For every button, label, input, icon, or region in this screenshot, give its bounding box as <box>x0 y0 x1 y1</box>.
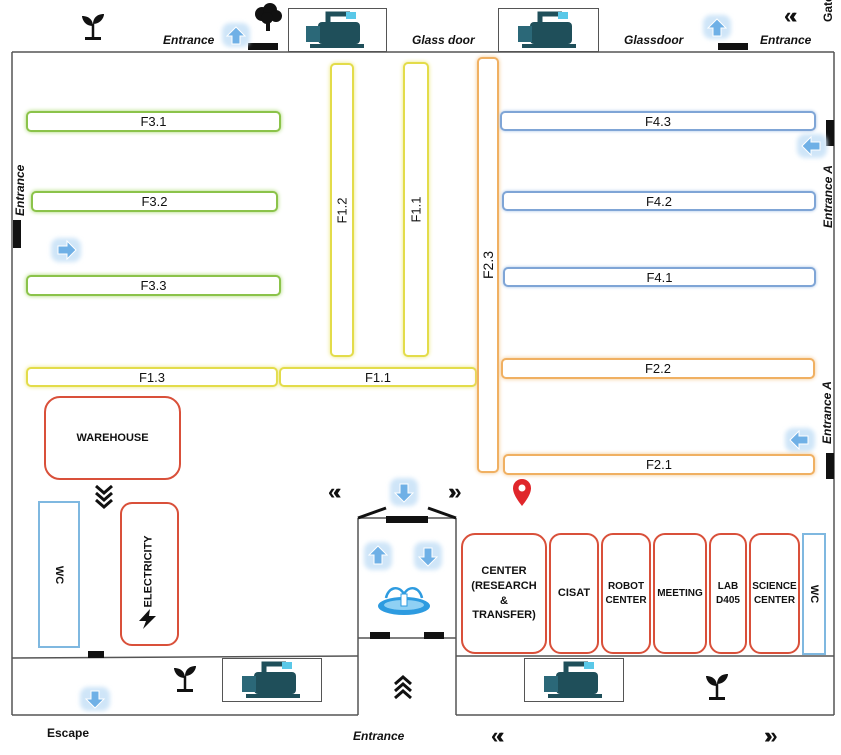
shelf-f3-3[interactable]: F3.3 <box>26 275 281 296</box>
pump-icon <box>222 658 322 702</box>
shelf-f4-1[interactable]: F4.1 <box>503 267 816 287</box>
room-wc-left[interactable]: WC <box>38 501 80 648</box>
escape-label: Escape <box>47 726 90 740</box>
shelf-f1-3[interactable]: F1.3 <box>26 367 278 387</box>
door-marker <box>826 120 834 146</box>
chevron-down-icon <box>95 484 113 509</box>
entrance-a-upper-label: Entrance A <box>821 165 835 228</box>
chevron-up-icon <box>394 675 412 700</box>
shelf-f3-1[interactable]: F3.1 <box>26 111 281 132</box>
tree-icon <box>255 3 282 31</box>
plant-icon <box>174 666 196 692</box>
room-cisat[interactable]: CISAT <box>549 533 599 654</box>
plant-icon <box>706 674 728 700</box>
shelf-f4-3[interactable]: F4.3 <box>500 111 816 131</box>
room-center[interactable]: CENTER (RESEARCH & TRANSFER) <box>461 533 547 654</box>
glassdoor-label: Glassdoor <box>624 33 684 47</box>
pump-icon <box>498 8 599 52</box>
shelf-f1-1-horizontal[interactable]: F1.1 <box>279 367 477 387</box>
chevron-left-icon: «‹ <box>784 3 797 28</box>
room-lab[interactable]: LAB D405 <box>709 533 747 654</box>
shelf-f2-3[interactable]: F2.3 <box>477 57 499 473</box>
room-meeting[interactable]: MEETING <box>653 533 707 654</box>
door-marker <box>424 632 444 639</box>
entrance-left-label: Entrance <box>13 164 27 216</box>
chevron-left-icon: «‹ <box>328 479 341 504</box>
door-marker <box>88 651 104 658</box>
entrance-bottom-label: Entrance <box>353 729 405 743</box>
plant-icon <box>82 14 104 40</box>
door-marker <box>386 516 428 523</box>
room-wc-right[interactable]: WC <box>802 533 826 655</box>
door-marker <box>826 453 834 479</box>
room-warehouse[interactable]: WAREHOUSE <box>44 396 181 480</box>
shelf-f2-2[interactable]: F2.2 <box>501 358 815 379</box>
shelf-f4-2[interactable]: F4.2 <box>502 191 816 211</box>
entrance-top-left-label: Entrance <box>163 33 215 47</box>
door-marker <box>248 43 278 50</box>
glass-door-label: Glass door <box>412 33 475 47</box>
chevron-right-icon: ›» <box>448 479 461 504</box>
shelf-f1-2[interactable]: F1.2 <box>330 63 354 357</box>
lightning-icon <box>139 609 156 629</box>
shelf-f3-2[interactable]: F3.2 <box>31 191 278 212</box>
pump-icon <box>288 8 387 52</box>
entrance-top-right-label: Entrance <box>760 33 812 47</box>
door-marker <box>370 632 390 639</box>
shelf-f2-1[interactable]: F2.1 <box>503 454 815 475</box>
entrance-a-lower-label: Entrance A <box>820 381 834 444</box>
shelf-f1-1-vertical[interactable]: F1.1 <box>403 62 429 357</box>
chevron-right-icon: ›» <box>764 723 777 748</box>
pump-icon <box>524 658 624 702</box>
door-marker <box>13 220 21 248</box>
room-electricity[interactable]: ELECTRICITY <box>120 502 179 646</box>
door-marker <box>718 43 748 50</box>
gate-f-label: Gate F <box>821 0 835 22</box>
room-science-center[interactable]: SCIENCE CENTER <box>749 533 800 654</box>
room-robot-center[interactable]: ROBOT CENTER <box>601 533 651 654</box>
chevron-left-icon: «‹ <box>491 723 504 748</box>
